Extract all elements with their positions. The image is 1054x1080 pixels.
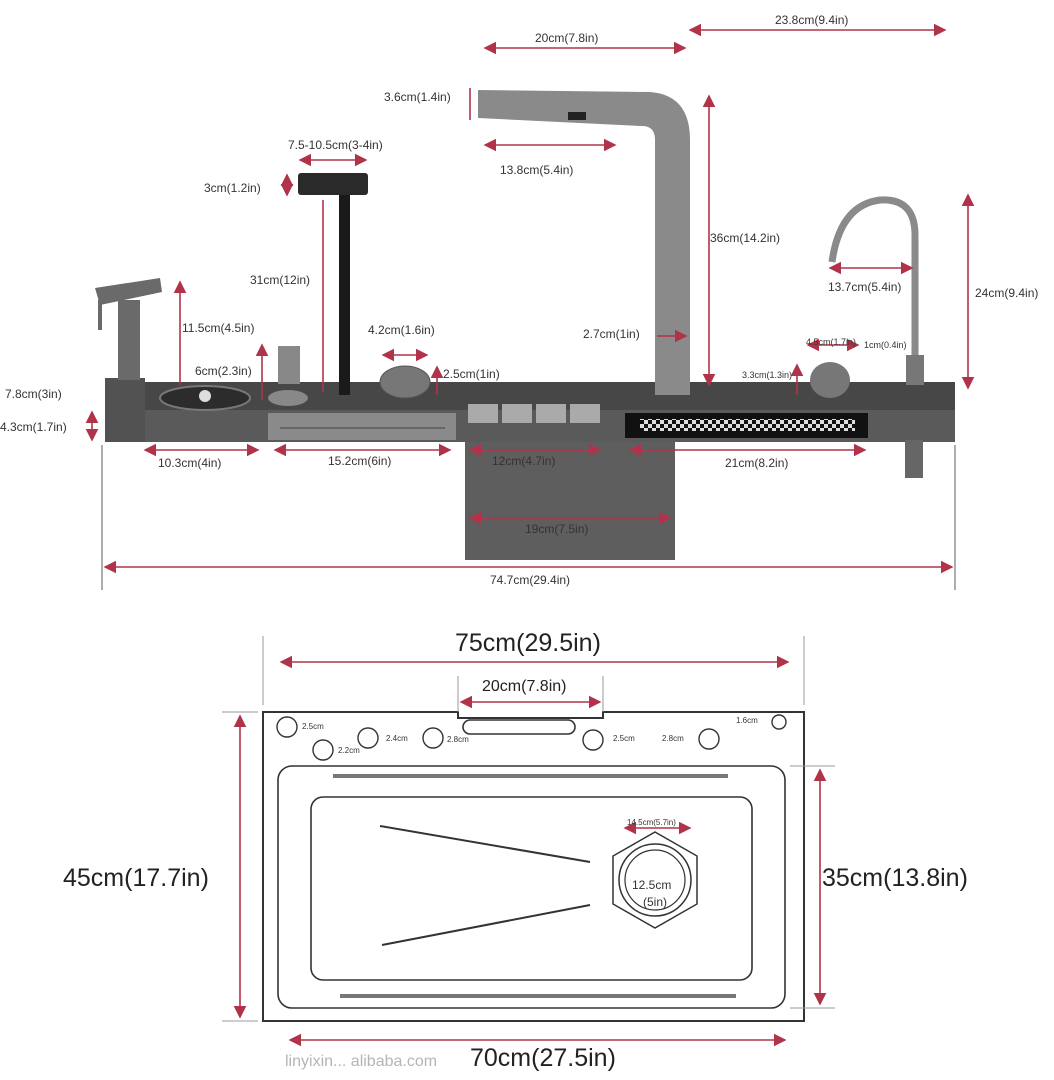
drain xyxy=(618,843,692,917)
tap-holes xyxy=(276,714,787,761)
dim-faucet-head-length: 13.8cm(5.4in) xyxy=(500,163,574,177)
dim-cup-rinser-width: 10.3cm(4in) xyxy=(158,456,222,470)
soap-pump xyxy=(268,346,308,406)
dim-filter-faucet-height: 24cm(9.4in) xyxy=(975,286,1039,300)
dim-waterfall-width: 21cm(8.2in) xyxy=(725,456,789,470)
dim-basin-width: 35cm(13.8in) xyxy=(822,864,968,892)
filter-cylinder xyxy=(810,362,850,398)
watermark: linyixin... alibaba.com xyxy=(285,1053,438,1070)
hole-label: 2.5cm xyxy=(302,722,324,731)
dim-notch-width: 20cm(7.8in) xyxy=(482,678,567,695)
dim-drain-inner-cm: 12.5cm xyxy=(632,878,672,892)
hole-label: 2.5cm xyxy=(613,734,635,743)
dim-center-box-width: 19cm(7.5in) xyxy=(525,522,589,536)
dimension-lines xyxy=(85,23,975,590)
hole-label: 2.2cm xyxy=(338,746,360,755)
dim-faucet-reach: 20cm(7.8in) xyxy=(535,31,599,45)
button-panel xyxy=(468,404,600,423)
right-leg xyxy=(905,440,923,478)
dim-filter-faucet-reach: 13.7cm(5.4in) xyxy=(828,280,902,294)
dim-faucet-height: 36cm(14.2in) xyxy=(710,231,781,245)
dim-cylinder-height: 3.3cm(1.3in) xyxy=(742,370,793,380)
hole-label: 2.8cm xyxy=(447,735,469,744)
dim-overall-length: 74.7cm(29.4in) xyxy=(490,573,571,587)
dim-overall-depth-right: 23.8cm(9.4in) xyxy=(775,13,849,27)
dim-left-block-height: 7.8cm(3in) xyxy=(5,387,62,401)
basin-rim xyxy=(277,765,786,1009)
dim-button-panel-width: 12cm(4.7in) xyxy=(492,454,556,468)
dim-counter-thickness: 4.3cm(1.7in) xyxy=(0,420,67,434)
main-faucet xyxy=(478,90,690,395)
dim-phone-holder-clamp: 3cm(1.2in) xyxy=(204,181,261,195)
top-view xyxy=(222,636,835,1047)
drain-hexagon xyxy=(612,831,698,929)
dim-cup-diameter: 4.2cm(1.6in) xyxy=(368,323,435,337)
dim-faucet-pipe-diameter: 2.7cm(1in) xyxy=(583,327,640,341)
left-block xyxy=(105,378,145,442)
hole-label: 2.4cm xyxy=(386,734,408,743)
dim-phone-holder-height: 31cm(12in) xyxy=(250,273,311,287)
dim-basin-length: 70cm(27.5in) xyxy=(470,1044,616,1072)
dim-drain-outer: 14.5cm(5.7in) xyxy=(627,818,676,827)
dim-phone-holder-width: 7.5-10.5cm(3-4in) xyxy=(288,138,383,152)
phone-holder xyxy=(298,173,368,395)
dim-drawer-width: 15.2cm(6in) xyxy=(328,454,392,468)
hole-label: 2.8cm xyxy=(662,734,684,743)
dim-filter-pipe-diameter: 1cm(0.4in) xyxy=(864,340,907,350)
dim-cylinder-diameter: 4.5cm(1.7in) xyxy=(806,337,857,347)
dim-faucet-head-height: 3.6cm(1.4in) xyxy=(384,90,451,104)
dim-soap-pump-height: 6cm(2.3in) xyxy=(195,364,252,378)
spray-gun xyxy=(95,278,162,380)
overflow-slot xyxy=(462,719,576,735)
hole-label: 1.6cm xyxy=(736,716,758,725)
dim-spray-gun-height: 11.5cm(4.5in) xyxy=(182,321,255,335)
dim-top-overall-length: 75cm(29.5in) xyxy=(455,629,601,657)
drawer xyxy=(268,413,456,440)
side-view xyxy=(85,23,975,590)
sink-outline xyxy=(262,711,805,1022)
dim-overall-width: 45cm(17.7in) xyxy=(63,864,209,892)
cup xyxy=(379,365,431,399)
basin-floor xyxy=(310,796,753,981)
filter-faucet xyxy=(828,196,924,385)
dim-drain-inner-in: (5in) xyxy=(643,895,668,909)
dim-cup-height: 2.5cm(1in) xyxy=(443,367,500,381)
